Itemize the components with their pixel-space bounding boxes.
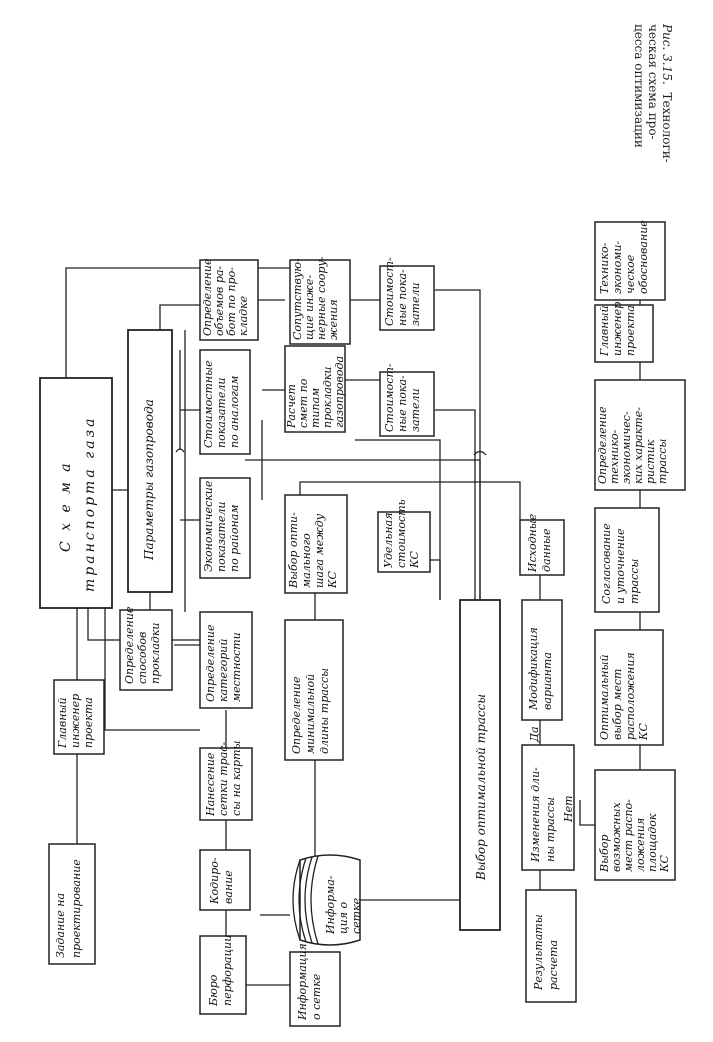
svg-text:Определение минимальной: Определение минимальной длины трассы <box>290 668 331 754</box>
svg-text:Главный инженер пр: Главный инженер проекта <box>598 298 637 357</box>
svg-text:Выбор оптимальной трассы: Выбор оптимальной трассы <box>474 694 488 881</box>
box-gas-transport-scheme: С х е м а транспорта газа <box>39 377 113 609</box>
box-variant-modification: Модификация варианта <box>521 599 563 721</box>
box-pipeline-parameters: Параметры газопровода <box>127 329 173 593</box>
box-cost-indicators-1: Стоимост- ные пока- затели <box>379 360 435 437</box>
svg-text:Удельная стоимость: Удельная стоимость КС <box>382 496 421 569</box>
box-perforation-bureau: Бюро перфорации <box>199 935 247 1015</box>
box-cs-site-candidates: Выбор возможных мест распо- ложения площ… <box>594 769 676 881</box>
box-economic-indicators-by-region: Экономические показатели по районам <box>199 477 251 579</box>
svg-text:Расчет смет по тип: Расчет смет по типам прокладки газопрово… <box>285 356 346 429</box>
svg-text:Стоимостные показатели: Стоимостные показатели по аналогам <box>202 357 241 448</box>
box-feasibility-justification: Технико- экономи- ческое обоснование <box>594 220 666 301</box>
svg-text:Оптимальный выбор мест: Оптимальный выбор мест расположения КС <box>598 649 650 741</box>
box-optimal-cs-step: Выбор опти- мального шага между КС <box>284 494 348 594</box>
svg-text:Стоимост- ные пока-: Стоимост- ные пока- затели <box>383 360 422 432</box>
box-minimum-route-length: Определение минимальной длины трассы <box>284 619 344 761</box>
svg-text:Стоимост- ные пока-: Стоимост- ные пока- затели <box>383 254 422 326</box>
box-estimate-calculation: Расчет смет по типам прокладки газопрово… <box>284 345 346 433</box>
box-optimal-cs-placement: Оптимальный выбор мест расположения КС <box>594 629 664 746</box>
svg-text:Модификация варианта: Модификация варианта <box>527 624 554 711</box>
figure-caption: Рис. 3.15. Технологи- ческая схема про- … <box>632 23 674 167</box>
box-route-coordination: Согласование и уточнение трассы <box>594 507 660 613</box>
box-task: Задание на проектирование <box>48 843 96 965</box>
svg-text:Нанесение сетки трас-: Нанесение сетки трас- сы на карты <box>204 738 243 817</box>
svg-text:С х е м а транспорта га: С х е м а транспорта газа <box>58 415 98 592</box>
box-laying-work-volume: Определение объемов ра- бот по про- клад… <box>199 255 259 341</box>
box-laying-methods: Определение способов прокладки <box>119 603 173 691</box>
svg-text:Выбор опти- мального: Выбор опти- мального шага между КС <box>287 509 339 589</box>
box-terrain-categories: Определение категорий местности <box>199 611 253 709</box>
svg-text:Определение объемов ра-: Определение объемов ра- бот по про- клад… <box>201 255 250 336</box>
svg-text:Сопутствую- щие инже-: Сопутствую- щие инже- нерные соору- жени… <box>291 253 340 340</box>
svg-text:Информа- ция о сет: Информа- ция о сетке <box>324 872 363 935</box>
svg-text:Главный инженер пр: Главный инженер проекта <box>56 690 95 749</box>
svg-text:Технико- экономи-: Технико- экономи- ческое обоснование <box>598 220 650 294</box>
label-yes: Да <box>528 726 541 743</box>
box-route-grid-on-map: Нанесение сетки трас- сы на карты <box>199 738 253 821</box>
box-optimal-route-selection: Выбор оптимальной трассы <box>459 599 501 931</box>
box-chief-engineer-1: Главный инженер проекта <box>53 679 105 755</box>
svg-text:Согласование и уточнение: Согласование и уточнение трассы <box>600 520 641 604</box>
box-unit-cost-cs: Удельная стоимость КС <box>377 496 431 573</box>
svg-text:Определение способов: Определение способов прокладки <box>123 603 162 684</box>
box-grid-info-a: Информация о сетке <box>289 940 341 1027</box>
box-calculation-results: Результаты расчета <box>525 889 577 1003</box>
disk-storage-grid-info: Информа- ция о сетке <box>292 854 363 946</box>
box-cost-indicators-by-analog: Стоимостные показатели по аналогам <box>199 349 251 455</box>
svg-text:Экономические показатели: Экономические показатели по районам <box>202 477 241 572</box>
box-chief-engineer-2: Главный инженер проекта <box>594 298 654 363</box>
svg-text:Бюро перфорации: Бюро перфорации <box>207 935 234 1007</box>
svg-text:Кодиро- вание: Кодиро- вание <box>208 854 235 905</box>
svg-text:Выбор возможных ме: Выбор возможных мест распо- ложения площ… <box>598 796 671 873</box>
svg-text:Задание на проектировани: Задание на проектирование <box>54 859 83 958</box>
box-technical-economic-characteristics: Определение технико- экономичес- ких хар… <box>594 379 686 491</box>
line-crossings <box>175 448 487 456</box>
svg-text:Исходные данные: Исходные данные <box>526 510 553 573</box>
box-cost-indicators-2: Стоимост- ные пока- затели <box>379 254 435 331</box>
svg-text:Результаты расчета: Результаты расчета <box>532 911 560 991</box>
svg-text:Параметры газопровода: Параметры газопровода <box>142 399 156 561</box>
box-initial-data: Исходные данные <box>519 510 565 576</box>
svg-text:Определение технико-: Определение технико- экономичес- ких хар… <box>596 403 669 484</box>
box-route-length-change: Изменения дли- ны трассы <box>521 744 575 871</box>
svg-text:Информация о сетке: Информация о сетке <box>296 940 323 1021</box>
svg-text:Изменения дли- ны трассы: Изменения дли- ны трассы <box>529 764 557 863</box>
svg-text:Определение категорий: Определение категорий местности <box>204 621 243 702</box>
box-coding: Кодиро- вание <box>199 849 251 911</box>
label-no: Нет <box>562 795 575 823</box>
box-engineering-structures: Сопутствую- щие инже- нерные соору- жени… <box>289 253 351 345</box>
